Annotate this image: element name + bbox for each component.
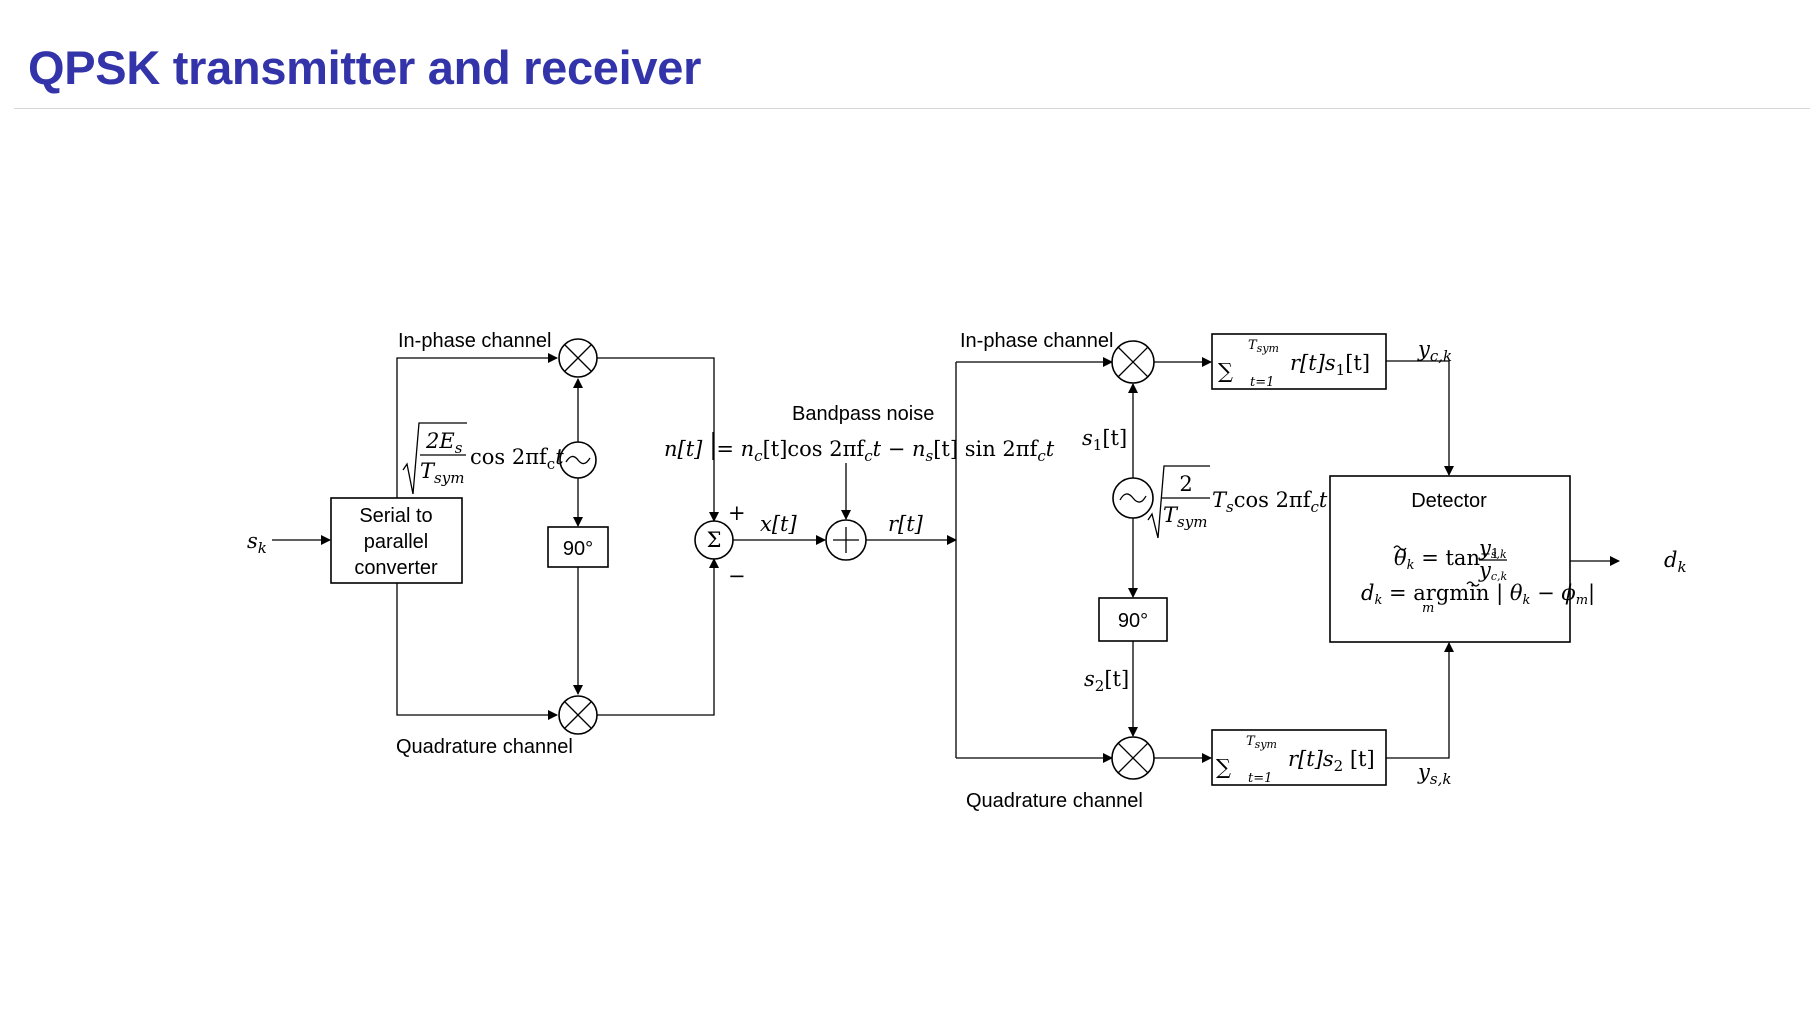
page-title: QPSK transmitter and receiver bbox=[28, 41, 702, 94]
rx-inphase-label: In-phase channel bbox=[960, 330, 1113, 352]
noise-equation: n[t]= nc[t]cos 2πfct − ns[t] sin 2πfct bbox=[664, 437, 1055, 465]
svg-text:Tsym: Tsym bbox=[1248, 338, 1279, 355]
svg-text:2Es: 2Es bbox=[425, 429, 463, 457]
svg-text:r[t]s1[t]: r[t]s1[t] bbox=[1290, 351, 1370, 379]
tx-phase-shift-box bbox=[547, 526, 609, 568]
svg-text:r[t]s2 [t]: r[t]s2 [t] bbox=[1288, 747, 1375, 775]
detector-box bbox=[1329, 475, 1571, 643]
tx-inphase-wire bbox=[396, 353, 558, 498]
tx-mixer-i-to-sum bbox=[597, 357, 719, 522]
minus-sign: − bbox=[728, 564, 746, 588]
svg-text:t=1: t=1 bbox=[1250, 375, 1274, 390]
ys-label: ys,k bbox=[1417, 760, 1451, 788]
svg-text:2: 2 bbox=[1179, 472, 1192, 496]
svg-text:dk = argmin | θk − ϕm|: dk = argmin | θk − ϕm| bbox=[1361, 581, 1595, 608]
rx-quadrature-mixer bbox=[1111, 736, 1155, 780]
r-label: r[t] bbox=[888, 512, 924, 536]
sine-icon bbox=[565, 455, 591, 465]
s1-label: s1[t] bbox=[1082, 426, 1127, 454]
input-symbol: sk bbox=[247, 529, 267, 557]
tx-carrier-label: 2Es Tsym cos 2πfct bbox=[402, 422, 564, 495]
tx-oscillator bbox=[559, 441, 597, 479]
s2p-line-2: parallel bbox=[364, 531, 428, 553]
receiver: In-phase channel Quadrature channel s1[t… bbox=[955, 330, 1687, 812]
tx-phase-shift-label: 90° bbox=[563, 538, 593, 560]
inphase-correlator: ∑ Tsym t=1 r[t]s1[t] bbox=[1211, 333, 1387, 390]
output-symbol: dk bbox=[1664, 548, 1687, 576]
tx-quadrature-wire bbox=[396, 583, 558, 720]
ys-wire bbox=[1386, 642, 1454, 759]
tx-quadrature-mixer bbox=[558, 695, 598, 735]
detector-eq-2: dk = argmin | θk − ϕm| m bbox=[1361, 581, 1595, 616]
x-label: x[t] bbox=[760, 512, 797, 536]
rx-inphase-mixer bbox=[1111, 340, 1155, 384]
svg-text:Tscos 2πfct: Tscos 2πfct bbox=[1212, 488, 1328, 516]
plus-sign: + bbox=[728, 501, 746, 525]
svg-text:cos 2πfct: cos 2πfct bbox=[470, 445, 564, 473]
rx-lo-label: 2 Tsym Tscos 2πfct bbox=[1147, 465, 1328, 539]
s2-label: s2[t] bbox=[1084, 667, 1129, 695]
s2p-line-1: Serial to bbox=[359, 505, 432, 527]
detector-title: Detector bbox=[1411, 490, 1487, 512]
svg-text:m: m bbox=[1422, 601, 1434, 616]
summer-symbol: Σ bbox=[707, 528, 722, 552]
yc-label: yc,k bbox=[1417, 337, 1452, 365]
tx-inphase-label: In-phase channel bbox=[398, 330, 551, 352]
s2p-line-3: converter bbox=[354, 557, 438, 579]
tilde-mark bbox=[1466, 581, 1480, 587]
noise-adder bbox=[825, 519, 867, 561]
tx-inphase-mixer bbox=[558, 338, 598, 378]
svg-text:θk = tan−1: θk = tan−1 bbox=[1394, 546, 1499, 573]
yc-wire bbox=[1386, 360, 1454, 476]
rx-oscillator bbox=[1112, 477, 1154, 519]
rx-phase-shift-label: 90° bbox=[1118, 610, 1148, 632]
title-divider bbox=[14, 108, 1810, 109]
transmitter: sk Serial to parallel converter In-phase… bbox=[247, 330, 746, 758]
channel: x[t] Bandpass noise n[t]= nc[t]cos 2πfct… bbox=[664, 403, 1055, 561]
rx-quadrature-label: Quadrature channel bbox=[966, 790, 1143, 812]
svg-text:t=1: t=1 bbox=[1248, 771, 1272, 786]
tilde-mark bbox=[1393, 545, 1407, 551]
serial-to-parallel-box bbox=[330, 497, 463, 584]
noise-title: Bandpass noise bbox=[792, 403, 934, 425]
summation-icon: ∑ bbox=[1216, 755, 1231, 779]
detector-eq-1: θk = tan−1 ys,k yc,k bbox=[1393, 536, 1508, 583]
tx-quadrature-label: Quadrature channel bbox=[396, 736, 573, 758]
summation-icon: ∑ bbox=[1218, 359, 1233, 383]
svg-text:Tsym: Tsym bbox=[420, 459, 464, 487]
svg-text:yc,k: yc,k bbox=[1478, 558, 1508, 583]
svg-text:Tsym: Tsym bbox=[1246, 734, 1277, 751]
svg-text:ys,k: ys,k bbox=[1478, 536, 1507, 561]
svg-text:Tsym: Tsym bbox=[1163, 503, 1207, 531]
tx-mixer-q-to-sum bbox=[597, 558, 719, 716]
sine-icon bbox=[1119, 493, 1147, 503]
quadrature-correlator: ∑ Tsym t=1 r[t]s2 [t] bbox=[1211, 729, 1387, 786]
